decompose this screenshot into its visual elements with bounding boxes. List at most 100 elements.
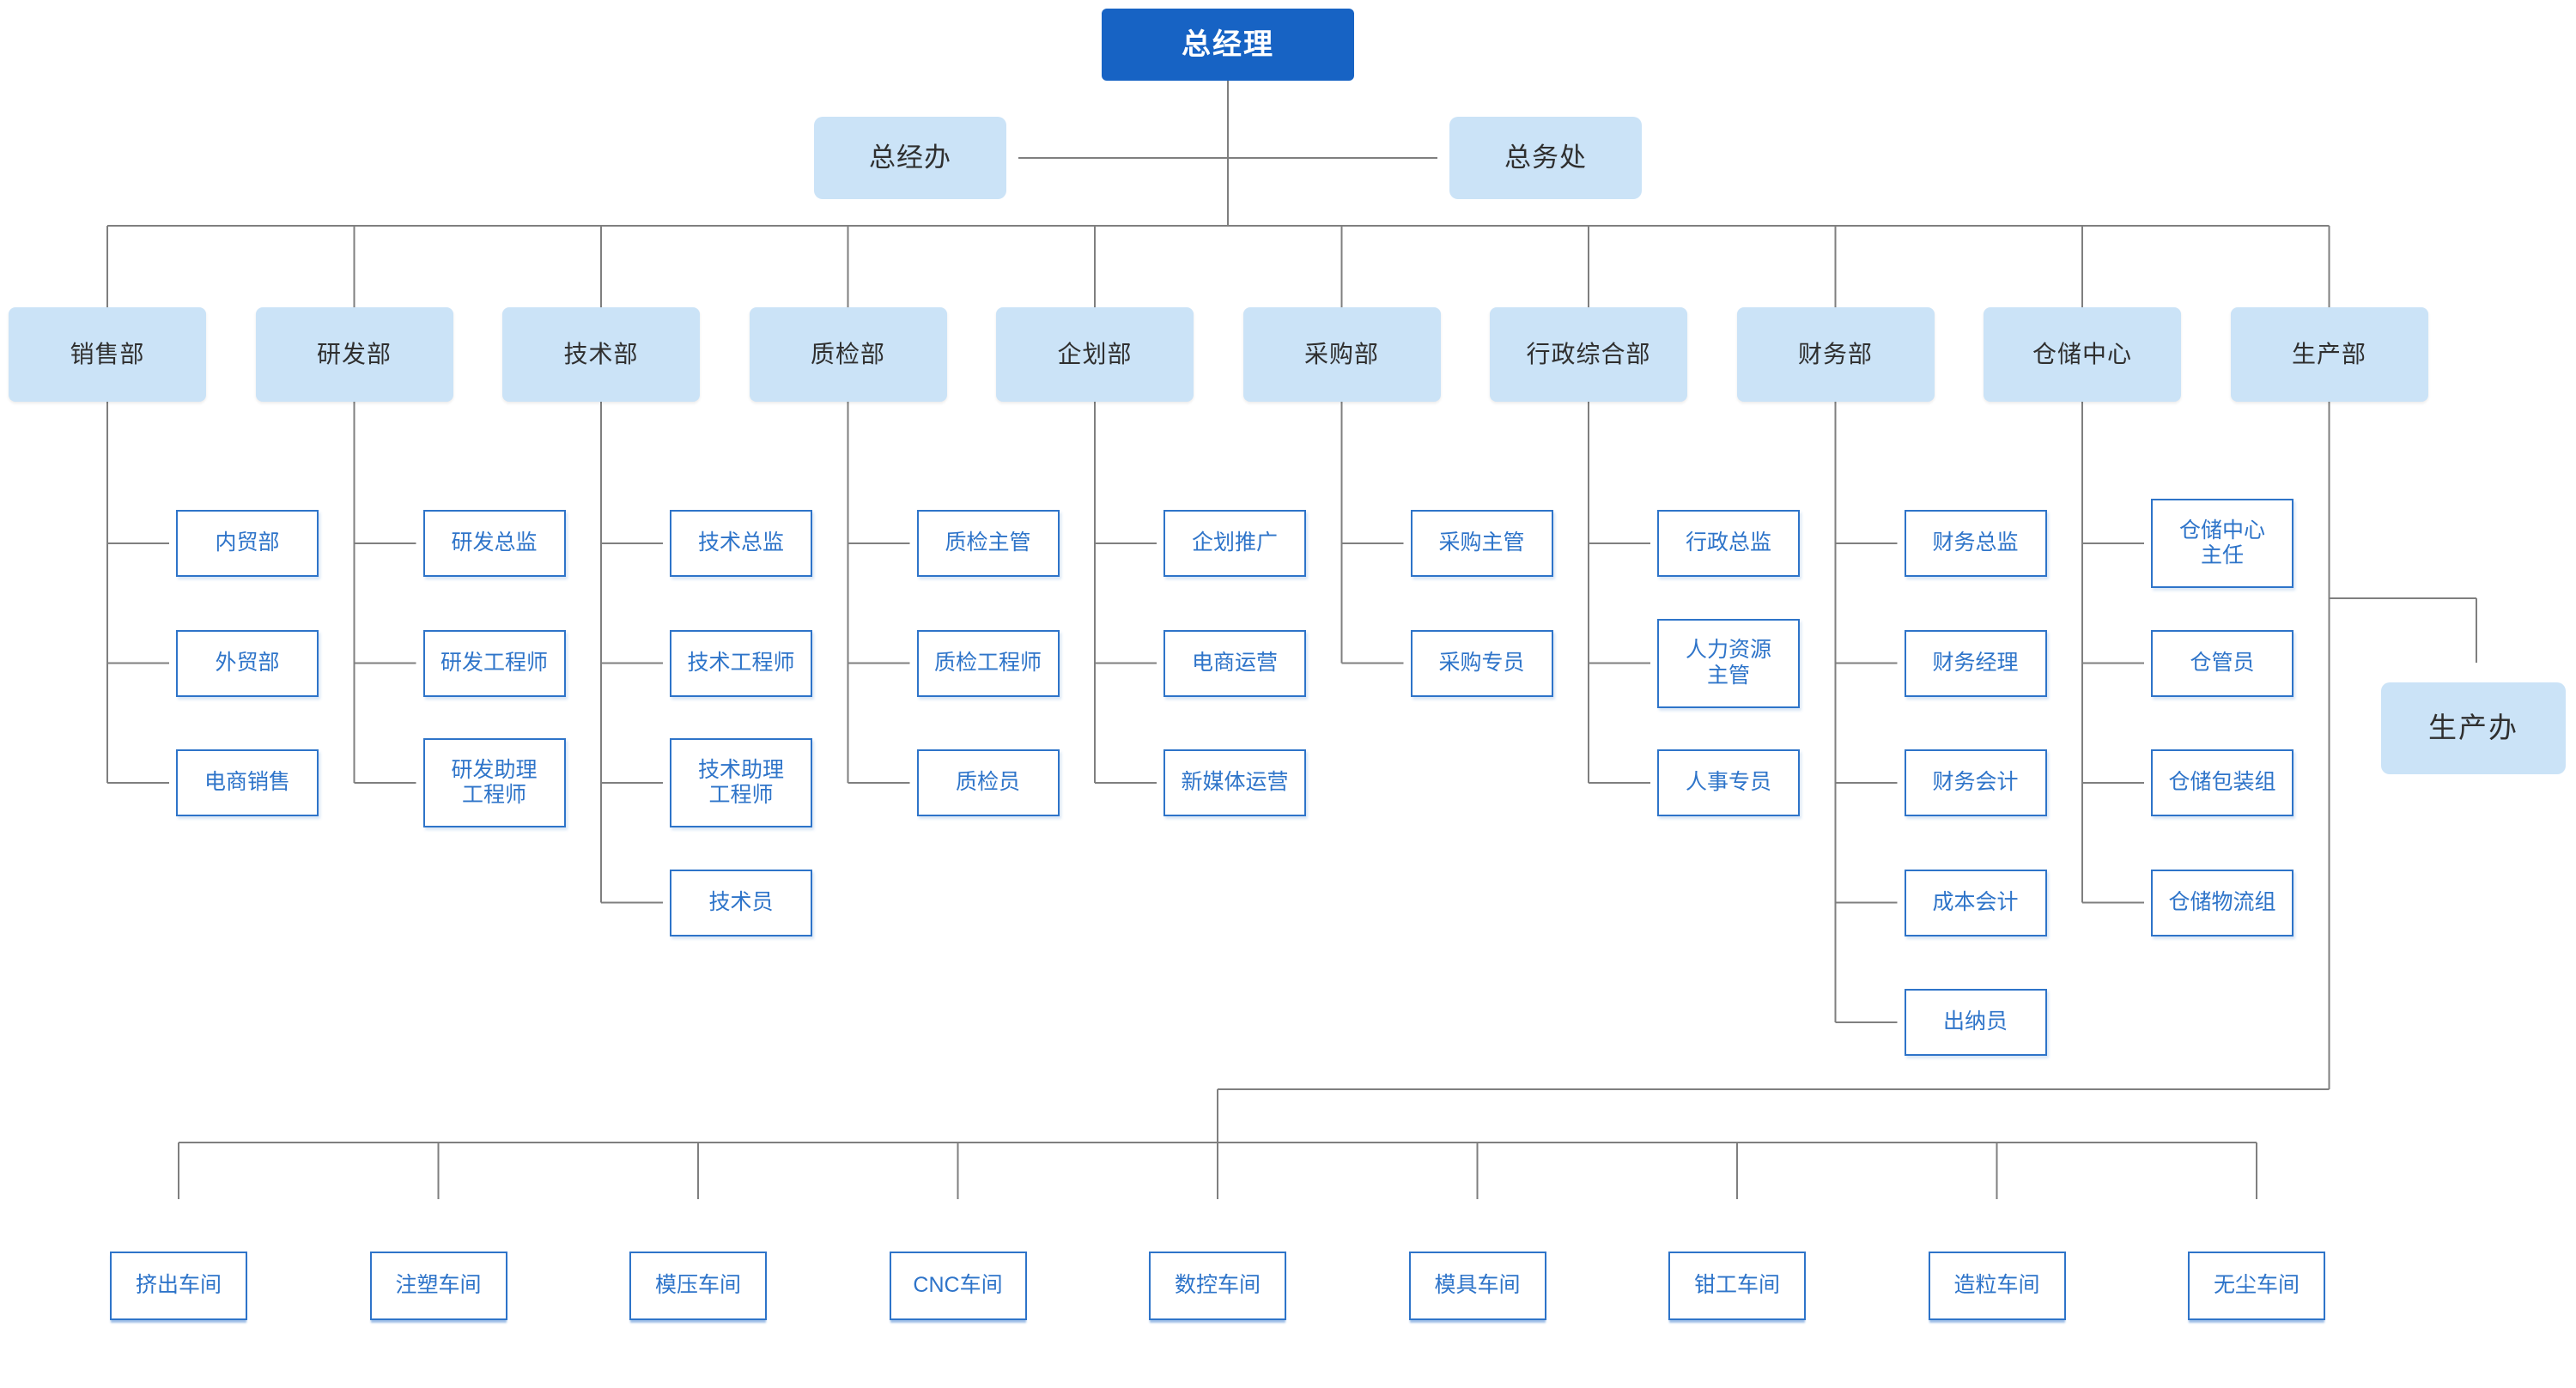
node-department-7-position-2[interactable]: 财务会计 [1904,749,2047,816]
node-department-3-position-2-label: 质检员 [955,770,1020,795]
node-department-0-label: 销售部 [70,341,145,368]
node-department-0-position-0[interactable]: 内贸部 [176,510,319,577]
node-department-3[interactable]: 质检部 [749,307,947,402]
node-department-2-position-3[interactable]: 技术员 [670,869,812,936]
node-department-8-position-3-label: 仓储物流组 [2168,889,2276,914]
node-department-6-position-1[interactable]: 人力资源 主管 [1657,618,1800,708]
node-department-2-position-1-label: 技术工程师 [687,650,795,675]
node-department-1-position-0[interactable]: 研发总监 [422,510,566,577]
node-department-5-position-1-label: 采购专员 [1438,650,1525,675]
node-department-5[interactable]: 采购部 [1242,307,1441,402]
node-workshop-6-label: 钳工车间 [1693,1273,1780,1298]
node-department-0-position-2[interactable]: 电商销售 [176,749,319,816]
node-department-2-position-1[interactable]: 技术工程师 [670,629,812,697]
node-department-1-position-2-label: 研发助理 工程师 [451,757,538,808]
node-workshop-3-label: CNC车间 [913,1273,1003,1298]
node-department-7-position-3-label: 成本会计 [1932,889,2019,914]
node-production-office[interactable]: 生产办 [2381,682,2566,774]
node-department-5-position-1[interactable]: 采购专员 [1410,629,1553,697]
node-department-2-position-2[interactable]: 技术助理 工程师 [670,738,812,827]
node-general-manager[interactable]: 总经理 [1102,9,1354,81]
node-department-2-position-0-label: 技术总监 [697,530,784,555]
node-department-1-position-2[interactable]: 研发助理 工程师 [422,738,566,827]
node-department-8-label: 仓储中心 [2032,341,2132,368]
node-department-1[interactable]: 研发部 [255,307,453,402]
node-workshop-0[interactable]: 挤出车间 [110,1252,247,1320]
node-department-7-position-1[interactable]: 财务经理 [1904,629,2047,697]
node-department-0-position-1[interactable]: 外贸部 [176,629,319,697]
node-production-office-label: 生产办 [2428,712,2518,744]
node-department-0[interactable]: 销售部 [9,307,206,402]
node-department-2-label: 技术部 [563,341,639,368]
node-department-3-position-1-label: 质检工程师 [933,650,1042,675]
node-department-9[interactable]: 生产部 [2230,307,2428,402]
node-department-3-position-1[interactable]: 质检工程师 [916,629,1060,697]
node-department-6-label: 行政综合部 [1526,341,1651,368]
node-workshop-1[interactable]: 注塑车间 [369,1252,507,1320]
node-workshop-7[interactable]: 造粒车间 [1928,1252,2066,1320]
node-workshop-2-label: 模压车间 [654,1273,741,1298]
node-department-6-position-2[interactable]: 人事专员 [1657,749,1800,816]
node-department-4-label: 企划部 [1057,341,1133,368]
node-department-7-position-3[interactable]: 成本会计 [1904,869,2047,936]
node-workshop-4[interactable]: 数控车间 [1149,1252,1286,1320]
node-department-7-position-0[interactable]: 财务总监 [1904,510,2047,577]
node-department-4-position-0[interactable]: 企划推广 [1163,510,1306,577]
node-department-8[interactable]: 仓储中心 [1984,307,2181,402]
node-department-4-position-2-label: 新媒体运营 [1181,770,1289,795]
node-workshop-7-label: 造粒车间 [1953,1273,2040,1298]
node-department-5-position-0[interactable]: 采购主管 [1410,510,1553,577]
node-department-8-position-0-label: 仓储中心 主任 [2178,518,2265,568]
node-department-7-label: 财务部 [1797,341,1873,368]
node-department-7-position-1-label: 财务经理 [1932,650,2019,675]
node-department-0-position-0-label: 内贸部 [215,530,280,555]
node-department-0-position-1-label: 外贸部 [215,650,280,675]
node-staff-office-1[interactable]: 总务处 [1449,117,1642,199]
node-department-2-position-3-label: 技术员 [708,889,774,914]
node-department-8-position-3[interactable]: 仓储物流组 [2151,869,2293,936]
node-department-6-position-1-label: 人力资源 主管 [1685,638,1771,688]
node-department-2-position-0[interactable]: 技术总监 [670,510,812,577]
node-workshop-1-label: 注塑车间 [395,1273,482,1298]
node-department-5-label: 采购部 [1303,341,1379,368]
node-workshop-2[interactable]: 模压车间 [629,1252,767,1320]
node-workshop-6[interactable]: 钳工车间 [1668,1252,1806,1320]
node-department-9-label: 生产部 [2291,341,2366,368]
node-department-1-label: 研发部 [316,341,392,368]
node-department-1-position-0-label: 研发总监 [451,530,538,555]
node-workshop-4-label: 数控车间 [1174,1273,1261,1298]
node-general-manager-label: 总经理 [1182,27,1274,61]
node-department-6-position-0[interactable]: 行政总监 [1657,510,1800,577]
node-workshop-5[interactable]: 模具车间 [1408,1252,1546,1320]
node-department-4-position-1-label: 电商运营 [1191,650,1278,675]
node-workshop-5-label: 模具车间 [1434,1273,1521,1298]
node-staff-office-1-label: 总务处 [1504,142,1587,173]
node-department-8-position-0[interactable]: 仓储中心 主任 [2151,499,2293,588]
node-department-7-position-4[interactable]: 出纳员 [1904,989,2047,1056]
node-department-1-position-1-label: 研发工程师 [440,650,548,675]
node-department-3-position-0[interactable]: 质检主管 [916,510,1060,577]
node-department-8-position-2[interactable]: 仓储包装组 [2151,749,2293,816]
node-department-3-label: 质检部 [810,341,885,368]
node-department-4-position-1[interactable]: 电商运营 [1163,629,1306,697]
node-department-2[interactable]: 技术部 [502,307,700,402]
node-department-0-position-2-label: 电商销售 [204,770,290,795]
node-staff-office-0[interactable]: 总经办 [814,117,1006,199]
node-department-4-position-0-label: 企划推广 [1191,530,1278,555]
node-department-7[interactable]: 财务部 [1736,307,1935,402]
node-department-1-position-1[interactable]: 研发工程师 [422,629,566,697]
node-department-8-position-2-label: 仓储包装组 [2168,770,2276,795]
node-workshop-3[interactable]: CNC车间 [889,1252,1027,1320]
node-workshop-8[interactable]: 无尘车间 [2188,1252,2325,1320]
node-department-6-position-0-label: 行政总监 [1685,530,1771,555]
node-department-3-position-2[interactable]: 质检员 [916,749,1060,816]
node-department-7-position-0-label: 财务总监 [1932,530,2019,555]
node-department-4[interactable]: 企划部 [996,307,1194,402]
node-department-6[interactable]: 行政综合部 [1490,307,1687,402]
node-department-5-position-0-label: 采购主管 [1438,530,1525,555]
node-department-8-position-1[interactable]: 仓管员 [2151,629,2293,697]
node-department-7-position-4-label: 出纳员 [1942,1009,2008,1034]
node-department-4-position-2[interactable]: 新媒体运营 [1163,749,1306,816]
